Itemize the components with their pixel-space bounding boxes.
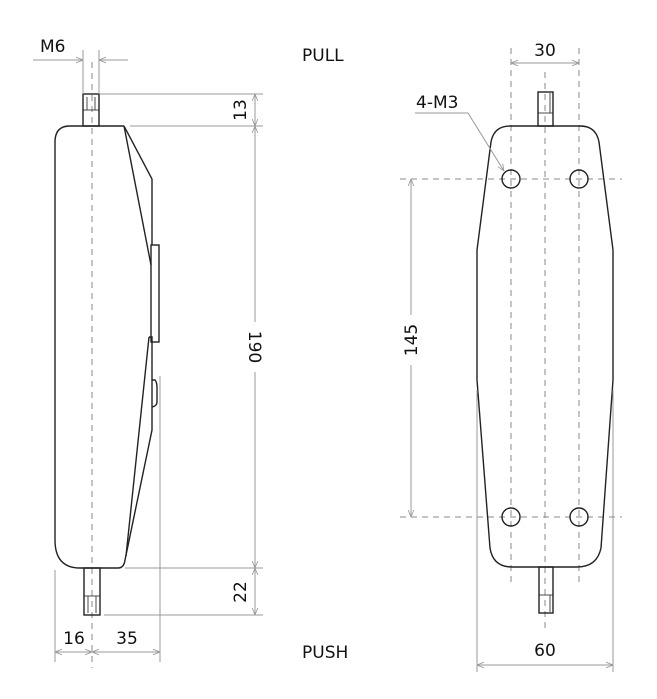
gauge-body-side bbox=[54, 125, 153, 569]
rear-offset: 35 bbox=[116, 629, 138, 649]
gauge-body-front bbox=[476, 125, 614, 568]
overall-width: 60 bbox=[534, 641, 556, 661]
front-view: 30 4-M3 145 60 bbox=[400, 41, 622, 672]
pull-label: PULL bbox=[302, 46, 344, 66]
hole-spacing: 30 bbox=[534, 41, 556, 61]
side-button bbox=[151, 379, 158, 408]
bottom-stud bbox=[83, 567, 101, 616]
mount-hole bbox=[501, 507, 521, 527]
overall-length: 190 bbox=[244, 331, 264, 363]
side-view: M6 13 190 22 16 35 bbox=[33, 37, 264, 668]
front-offset: 16 bbox=[63, 629, 85, 649]
bottom-stud-front bbox=[538, 566, 554, 614]
push-label: PUSH bbox=[302, 643, 348, 663]
display-panel bbox=[150, 244, 160, 343]
holes-label: 4-M3 bbox=[416, 93, 458, 113]
hole-vertical-spacing: 145 bbox=[402, 324, 422, 356]
top-stud-length: 13 bbox=[231, 99, 251, 121]
thread-label: M6 bbox=[40, 37, 65, 57]
bottom-stud-length: 22 bbox=[231, 581, 251, 603]
mount-hole bbox=[569, 507, 589, 527]
mount-hole bbox=[569, 169, 589, 189]
mount-hole bbox=[501, 169, 521, 189]
